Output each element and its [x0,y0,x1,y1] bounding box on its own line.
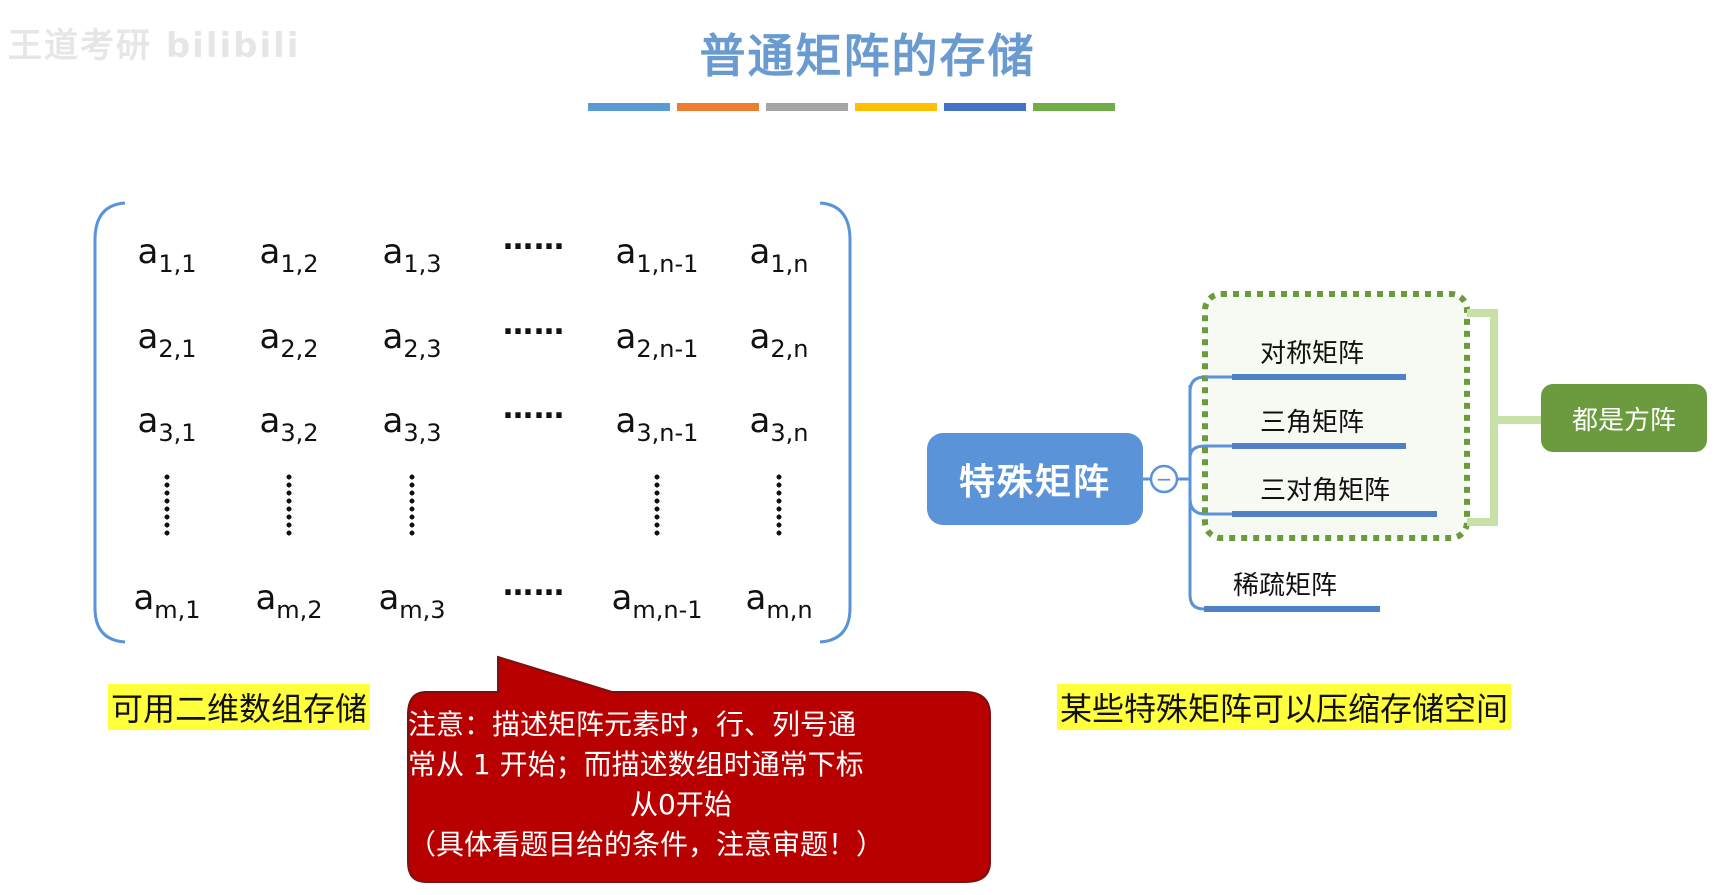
matrix-vertical-ellipsis [654,473,660,537]
matrix-element: a2,2 [229,317,349,363]
element-base: a [615,232,637,272]
callout-text: 注意：描述矩阵元素时，行、列号通 常从 1 开始；而描述数组时通常下标 从0开始… [408,705,983,865]
mindmap-root-node[interactable]: 特殊矩阵 [927,433,1143,525]
callout-line: （具体看题目给的条件，注意审题！） [408,828,885,861]
element-subscript: 2,3 [403,335,442,363]
collapse-toggle-icon [1149,464,1179,494]
matrix-element: a1,1 [107,232,227,278]
matrix-ellipsis: …… [503,391,565,426]
watermark: 王道考研 bilibili [8,26,301,66]
element-subscript: 3,2 [280,419,319,447]
matrix-vertical-ellipsis [409,473,415,537]
element-subscript: 1,n [770,250,809,278]
matrix-element: a2,3 [352,317,472,363]
callout-line: 常从 1 开始；而描述数组时通常下标 [408,748,864,781]
element-subscript: m,n [766,596,813,624]
matrix-element: am,n [719,578,839,624]
title-bar-segment [1033,103,1115,111]
title-bar-segment [766,103,848,111]
element-subscript: 2,2 [280,335,319,363]
callout-line: 从0开始 [630,788,732,821]
callout-line: 注意：描述矩阵元素时，行、列号通 [408,708,857,741]
element-base: a [615,401,637,441]
element-base: a [137,232,159,272]
matrix-element: am,n-1 [597,578,717,624]
element-base: a [259,232,281,272]
matrix-vertical-ellipsis [776,473,782,537]
element-subscript: 1,3 [403,250,442,278]
element-base: a [382,401,404,441]
element-base: a [382,317,404,357]
matrix-element: a3,3 [352,401,472,447]
element-base: a [382,232,404,272]
element-base: a [749,401,771,441]
element-subscript: 1,n-1 [636,250,699,278]
title-bar-segment [855,103,937,111]
element-base: a [615,317,637,357]
branch-symmetric-matrix[interactable]: 对称矩阵 [1260,339,1365,369]
element-base: a [611,578,633,618]
title-bar-segment [677,103,759,111]
title-color-bar [588,103,1115,111]
element-subscript: 2,n [770,335,809,363]
element-base: a [255,578,277,618]
matrix-element: a3,2 [229,401,349,447]
element-subscript: 3,n-1 [636,419,699,447]
matrix-vertical-ellipsis [286,473,292,537]
matrix-element: a3,n-1 [597,401,717,447]
matrix-element: am,1 [107,578,227,624]
matrix-element: a3,n [719,401,839,447]
branch-tridiagonal-matrix[interactable]: 三对角矩阵 [1260,476,1391,506]
matrix-right-bracket [819,201,852,644]
collapse-symbol: − [1156,467,1173,491]
element-subscript: m,2 [276,596,323,624]
matrix-element: a2,1 [107,317,227,363]
matrix-element: a1,3 [352,232,472,278]
matrix-element: am,2 [229,578,349,624]
element-base: a [259,317,281,357]
matrix-ellipsis: …… [503,568,565,603]
element-subscript: 1,1 [158,250,197,278]
callout-bubble [407,655,991,883]
element-base: a [749,317,771,357]
element-subscript: 3,3 [403,419,442,447]
summary-tag-square-matrix[interactable]: 都是方阵 [1541,384,1707,452]
element-base: a [745,578,767,618]
branch-triangular-matrix[interactable]: 三角矩阵 [1260,408,1365,438]
element-subscript: 3,1 [158,419,197,447]
element-base: a [133,578,155,618]
element-subscript: 2,1 [158,335,197,363]
matrix-element: a1,2 [229,232,349,278]
matrix-ellipsis: …… [503,307,565,342]
element-subscript: 3,n [770,419,809,447]
element-base: a [749,232,771,272]
title-bar-segment [944,103,1026,111]
element-base: a [378,578,400,618]
matrix-element: a2,n [719,317,839,363]
slide-title: 普通矩阵的存储 [699,29,1036,83]
element-subscript: m,1 [154,596,201,624]
matrix-vertical-ellipsis [164,473,170,537]
caption-compressed-storage: 某些特殊矩阵可以压缩存储空间 [1057,684,1512,730]
summary-bracket [1467,309,1541,526]
element-subscript: 1,2 [280,250,319,278]
element-base: a [137,317,159,357]
matrix-left-bracket [93,201,126,644]
matrix-element: a3,1 [107,401,227,447]
caption-2d-array: 可用二维数组存储 [108,684,371,730]
element-subscript: 2,n-1 [636,335,699,363]
branch-sparse-matrix[interactable]: 稀疏矩阵 [1233,571,1338,601]
element-subscript: m,n-1 [632,596,703,624]
element-base: a [137,401,159,441]
matrix-element: a1,n [719,232,839,278]
matrix-element: a1,n-1 [597,232,717,278]
matrix-element: a2,n-1 [597,317,717,363]
matrix-ellipsis: …… [503,222,565,257]
title-bar-segment [588,103,670,111]
square-matrix-group-box [1202,291,1470,541]
element-base: a [259,401,281,441]
matrix-element: am,3 [352,578,472,624]
element-subscript: m,3 [399,596,446,624]
